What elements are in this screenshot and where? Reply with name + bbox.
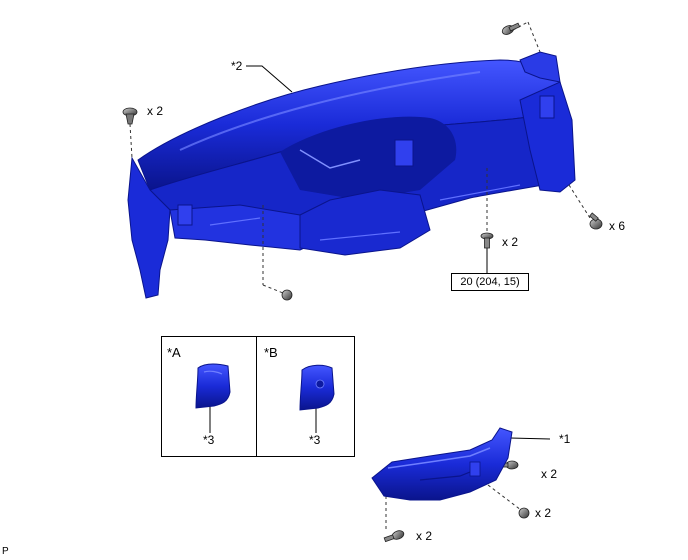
bolt-icon [480, 232, 494, 249]
leader-part-2 [246, 65, 293, 93]
qty-right-bolt: x 6 [609, 219, 626, 233]
nut-icon [518, 507, 530, 519]
callout-part-3b: *3 [309, 433, 321, 447]
leader-right-bolt [568, 184, 591, 219]
leader-top-bolt-2 [527, 21, 541, 53]
inset-view-divider [256, 336, 257, 456]
qty-lower-bolt-3: x 2 [416, 529, 433, 543]
inset-part-a [195, 363, 231, 409]
fasteners [122, 22, 603, 543]
inset-view-frame [161, 336, 355, 457]
callout-part-3a: *3 [203, 433, 215, 447]
qty-center-bolt: x 2 [502, 235, 519, 249]
nut-icon [281, 289, 293, 301]
inset-part-b [299, 364, 335, 411]
leader-left-clip [129, 123, 133, 159]
inset-view-b-label: *B [264, 345, 278, 360]
solid-leaders [209, 65, 551, 440]
leader-lower-clip-2 [262, 284, 284, 294]
leader-lower-bolt-2 [487, 484, 522, 511]
callout-part-1: *1 [559, 432, 571, 446]
leader-part-1 [509, 437, 551, 440]
callout-part-2: *2 [231, 59, 243, 73]
bolt-icon [501, 22, 521, 35]
bolt-icon [589, 212, 603, 230]
qty-lower-bolt-2: x 2 [535, 506, 552, 520]
torque-spec-box: 20 (204, 15) [451, 273, 529, 291]
qty-left-clip: x 2 [147, 104, 164, 118]
lower-bracket-assembly [371, 427, 513, 501]
inset-view-a-label: *A [167, 345, 181, 360]
bolt-icon [383, 530, 405, 543]
qty-lower-bolt-1: x 2 [541, 467, 558, 481]
corner-mark: P [2, 546, 9, 557]
clip-icon [122, 107, 138, 125]
instrument-panel-assembly [127, 51, 576, 299]
